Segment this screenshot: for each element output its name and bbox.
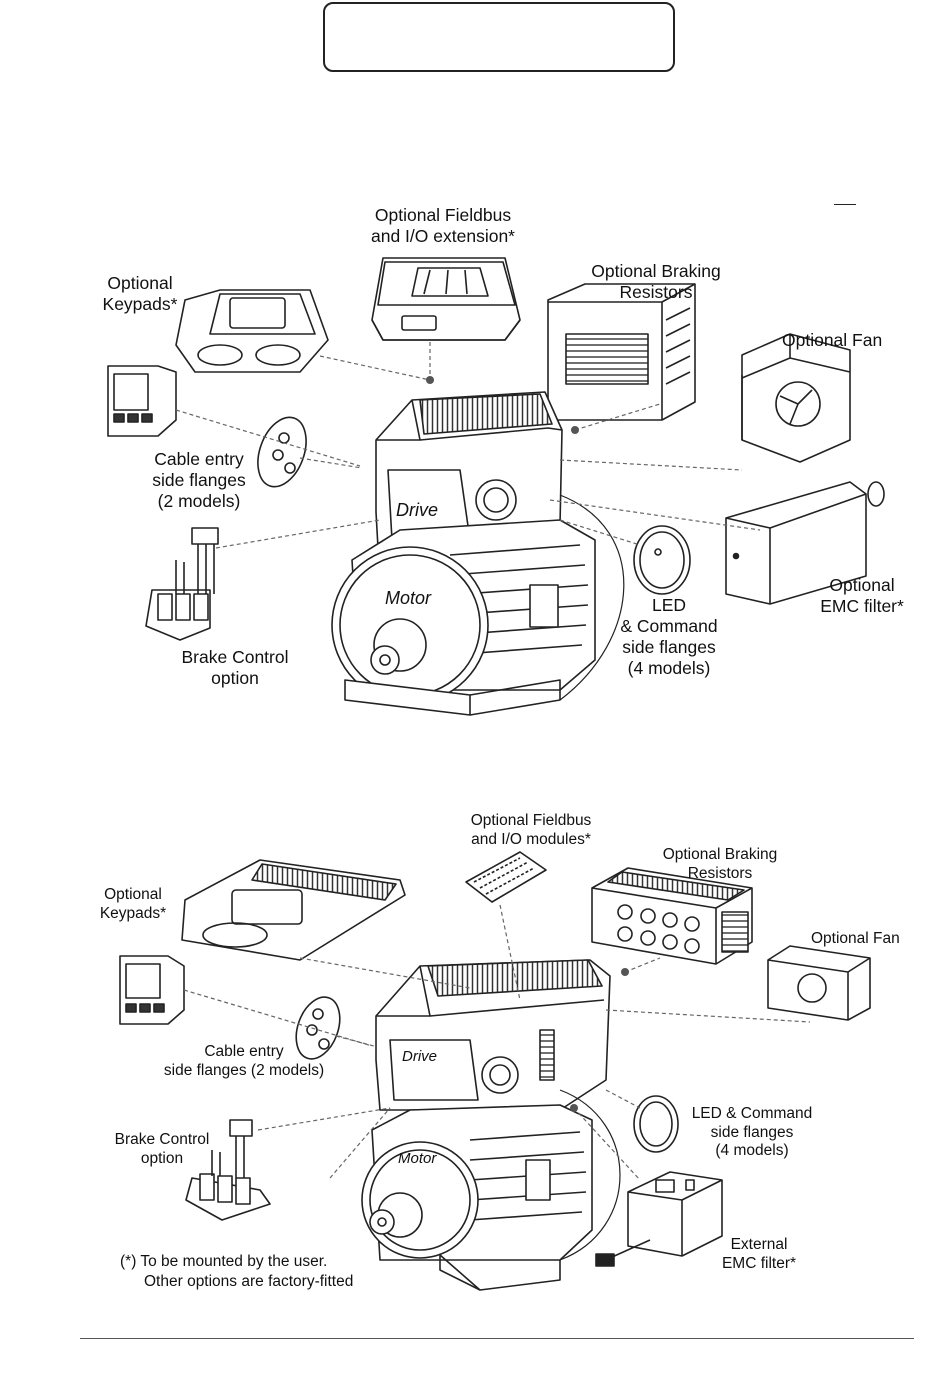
footnote-line1: (*) To be mounted by the user. bbox=[120, 1253, 328, 1270]
top-keypads-line1: Optional bbox=[107, 273, 173, 293]
bottom-drive-motor bbox=[361, 959, 621, 1291]
top-emc-filter bbox=[725, 481, 885, 605]
bottom-keypads-label: Optional Keypads* bbox=[92, 886, 174, 923]
top-motor-label: Motor bbox=[385, 588, 432, 608]
top-led-line4: (4 models) bbox=[627, 658, 711, 678]
bottom-motor-label: Motor bbox=[398, 1150, 437, 1167]
top-right-dash bbox=[834, 204, 856, 205]
top-emc-line1: Optional bbox=[829, 575, 895, 595]
top-keypads-label: Optional Keypads* bbox=[94, 273, 186, 315]
footer-rule bbox=[80, 1338, 914, 1339]
top-emc-label: Optional EMC filter* bbox=[810, 575, 914, 617]
top-leader-lines bbox=[175, 342, 761, 549]
bottom-fan bbox=[767, 945, 871, 1021]
bottom-fieldbus-label: Optional Fieldbus and I/O modules* bbox=[456, 812, 606, 849]
footnote-line2: Other options are factory-fitted bbox=[144, 1273, 354, 1291]
bottom-brake-line1: Brake Control bbox=[114, 1131, 210, 1148]
bottom-brake-control bbox=[185, 1119, 271, 1221]
top-led-line1: LED bbox=[651, 595, 687, 615]
top-fieldbus-label: Optional Fieldbus and I/O extension* bbox=[358, 205, 528, 247]
top-brake-control bbox=[145, 527, 219, 641]
bottom-emc-line1: External bbox=[730, 1236, 788, 1253]
top-cable-line2: side flanges bbox=[152, 470, 246, 490]
top-fieldbus-module bbox=[371, 257, 521, 341]
bottom-cable-label: Cable entry side flanges (2 models) bbox=[152, 1043, 336, 1080]
top-drive-motor bbox=[331, 391, 625, 716]
top-fieldbus-line1: Optional Fieldbus bbox=[374, 205, 512, 225]
bottom-braking-line1: Optional Braking bbox=[662, 846, 778, 863]
bottom-emc-line2: EMC filter* bbox=[721, 1254, 797, 1272]
bottom-led-line1: LED & Command bbox=[691, 1105, 813, 1122]
top-led-line3: side flanges bbox=[622, 637, 716, 657]
bottom-led-flange bbox=[633, 1095, 679, 1153]
top-cable-flange bbox=[257, 416, 307, 488]
top-drive-label: Drive bbox=[396, 500, 439, 520]
top-keypads-line2: Keypads* bbox=[102, 294, 178, 314]
top-braking-resistor bbox=[547, 283, 696, 421]
top-cable-line1: Cable entry bbox=[154, 449, 244, 469]
bottom-fieldbus-line2: and I/O modules* bbox=[471, 830, 591, 848]
bottom-led-line3: (4 models) bbox=[715, 1142, 789, 1160]
bottom-braking-line2: Resistors bbox=[687, 864, 753, 882]
top-led-flange bbox=[633, 525, 691, 595]
footnote: (*) To be mounted by the user. Other opt… bbox=[120, 1252, 353, 1292]
top-fieldbus-line2: and I/O extension* bbox=[371, 226, 515, 246]
bottom-keypads-line2: Keypads* bbox=[99, 904, 167, 922]
bottom-keypads-line1: Optional bbox=[104, 886, 162, 903]
top-fan bbox=[741, 333, 851, 463]
bottom-leader-lines bbox=[183, 904, 811, 1181]
bottom-brake-line2: option bbox=[140, 1149, 184, 1167]
top-braking-label: Optional Braking Resistors bbox=[580, 261, 732, 303]
bottom-keypad-frame bbox=[181, 859, 406, 961]
bottom-led-label: LED & Command side flanges (4 models) bbox=[680, 1105, 824, 1161]
top-cable-label: Cable entry side flanges (2 models) bbox=[140, 449, 258, 512]
top-braking-line2: Resistors bbox=[619, 282, 693, 302]
top-fan-label: Optional Fan bbox=[782, 330, 883, 350]
bottom-emc-filter bbox=[595, 1171, 723, 1267]
top-handheld-keypad bbox=[107, 365, 177, 437]
bottom-fieldbus-modules bbox=[465, 851, 547, 903]
top-led-line2: & Command bbox=[620, 616, 718, 636]
title-box bbox=[323, 2, 675, 72]
top-emc-line2: EMC filter* bbox=[820, 596, 904, 616]
top-braking-line1: Optional Braking bbox=[591, 261, 721, 281]
bottom-fieldbus-line1: Optional Fieldbus bbox=[470, 812, 592, 829]
top-brake-label: Brake Control option bbox=[168, 647, 302, 689]
top-brake-line2: option bbox=[211, 668, 259, 688]
bottom-brake-label: Brake Control option bbox=[106, 1131, 218, 1168]
bottom-handheld-keypad bbox=[119, 955, 185, 1025]
bottom-drive-label: Drive bbox=[402, 1048, 438, 1065]
top-cable-line3: (2 models) bbox=[157, 491, 241, 511]
bottom-led-line2: side flanges bbox=[710, 1123, 794, 1141]
bottom-braking-label: Optional Braking Resistors bbox=[652, 846, 788, 883]
top-led-label: LED & Command side flanges (4 models) bbox=[608, 595, 730, 679]
bottom-cable-line2: side flanges (2 models) bbox=[163, 1061, 325, 1079]
bottom-fan-label: Optional Fan bbox=[811, 930, 900, 947]
bottom-braking-resistor bbox=[591, 867, 753, 965]
top-keypad-frame bbox=[175, 289, 329, 373]
bottom-emc-label: External EMC filter* bbox=[710, 1236, 808, 1273]
bottom-cable-flange bbox=[295, 996, 341, 1060]
top-brake-line1: Brake Control bbox=[181, 647, 289, 667]
bottom-cable-line1: Cable entry bbox=[204, 1043, 284, 1060]
